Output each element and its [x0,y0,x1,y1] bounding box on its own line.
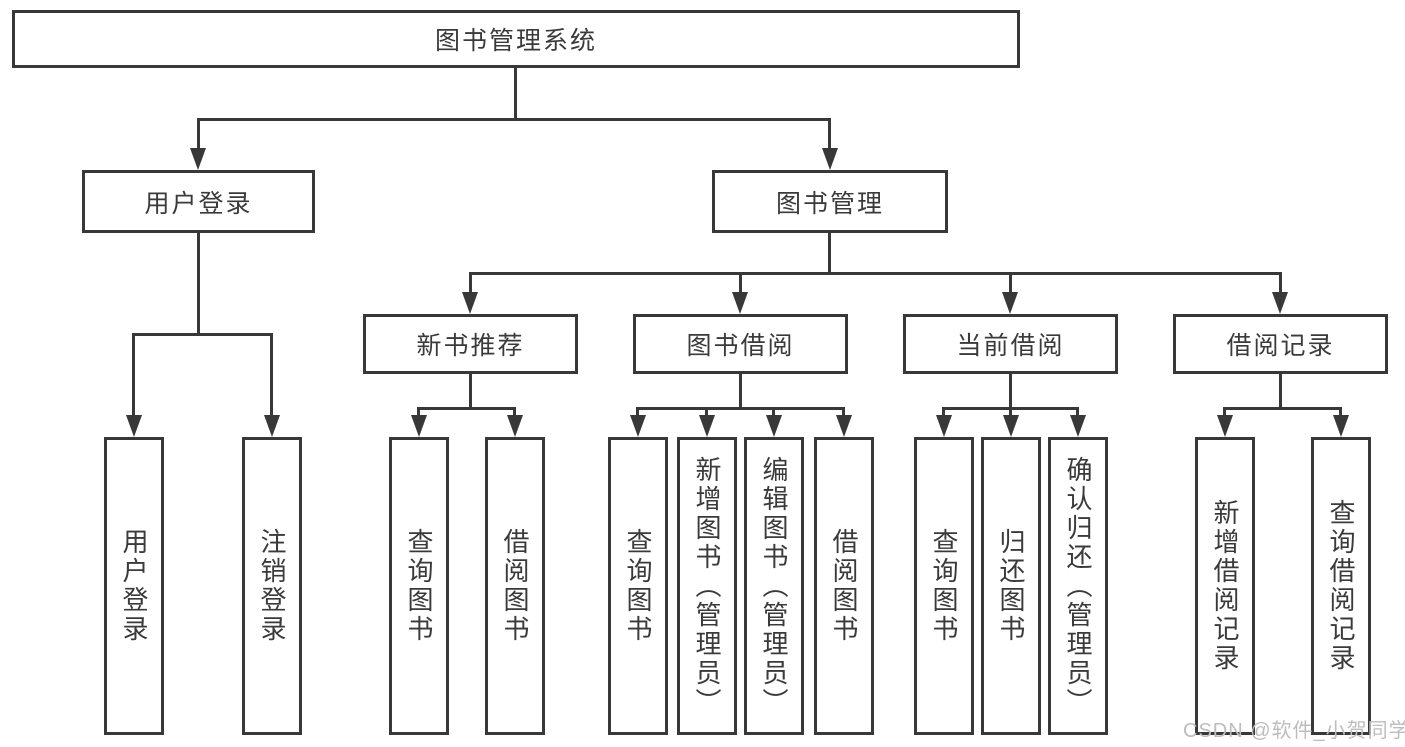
arrow-down-icon [1070,415,1086,437]
leaf-edit-books-admin: 编辑图书（管理员） [744,437,804,735]
node-new-book-recommend-label: 新书推荐 [416,332,525,360]
node-book-management-label: 图书管理 [775,189,884,218]
connector-line [469,372,472,407]
arrow-down-icon [1002,292,1018,314]
node-book-borrowing-label: 图书借阅 [686,332,795,360]
connector-line [1279,272,1282,295]
arrow-down-icon [699,415,715,437]
connector-line [772,407,775,419]
connector-line [1339,407,1342,419]
connector-line [1009,372,1012,407]
connector-line [942,407,945,419]
connector-line [1279,372,1282,407]
node-library-system-label: 图书管理系统 [434,27,597,55]
connector-line [828,118,831,150]
leaf-query-books-recommend-label: 查询图书 [404,528,434,644]
connector-line [705,407,708,419]
leaf-add-books-admin-label: 新增图书（管理员） [692,455,722,717]
leaf-edit-books-admin-label: 编辑图书（管理员） [759,455,789,717]
node-borrowing-records: 借阅记录 [1173,314,1388,374]
arrow-down-icon [630,415,646,437]
arrow-down-icon [936,415,952,437]
leaf-logout-label: 注销登录 [257,528,287,644]
connector-line [828,231,831,272]
connector-line [197,231,200,333]
leaf-borrow-books-recommend-label: 借阅图书 [500,528,530,644]
leaf-query-borrow-record-label: 查询借阅记录 [1326,499,1356,673]
arrow-down-icon [836,415,852,437]
connector-line [514,66,517,118]
arrow-down-icon [732,292,748,314]
leaf-user-login-label: 用户登录 [119,528,149,644]
arrow-down-icon [822,148,838,170]
connector-line [636,407,845,410]
arrow-down-icon [1217,415,1233,437]
node-new-book-recommend: 新书推荐 [363,314,578,374]
leaf-query-books-recommend: 查询图书 [389,437,449,735]
connector-line [1076,407,1079,419]
arrow-down-icon [766,415,782,437]
node-book-management: 图书管理 [712,170,948,233]
arrow-down-icon [1333,415,1349,437]
connector-line [270,333,273,417]
arrow-down-icon [1003,415,1019,437]
arrow-down-icon [411,415,427,437]
connector-line [513,407,516,419]
connector-line [197,118,831,121]
node-current-borrowing: 当前借阅 [903,314,1118,374]
connector-line [417,407,516,410]
arrow-down-icon [264,415,280,437]
leaf-return-books: 归还图书 [981,437,1041,735]
leaf-add-borrow-record: 新增借阅记录 [1195,437,1255,735]
leaf-query-books-borrowing: 查询图书 [608,437,668,735]
connector-line [469,272,1282,275]
connector-line [197,118,200,150]
node-user-login: 用户登录 [82,170,315,233]
leaf-confirm-return-admin: 确认归还（管理员） [1048,437,1108,735]
connector-line [469,272,472,295]
leaf-borrow-books-label: 借阅图书 [829,528,859,644]
connector-line [1009,272,1012,295]
leaf-return-books-label: 归还图书 [996,528,1026,644]
leaf-user-login: 用户登录 [104,437,164,735]
leaf-query-books-borrowing-label: 查询图书 [623,528,653,644]
connector-line [1223,407,1342,410]
node-book-borrowing: 图书借阅 [633,314,848,374]
connector-line [842,407,845,419]
connector-line [417,407,420,419]
connector-line [1223,407,1226,419]
leaf-logout: 注销登录 [242,437,302,735]
arrow-down-icon [1272,292,1288,314]
connector-line [132,333,273,336]
connector-line [739,372,742,407]
leaf-query-books-current-label: 查询图书 [929,528,959,644]
node-user-login-label: 用户登录 [144,189,253,218]
connector-line [132,333,135,417]
leaf-query-books-current: 查询图书 [914,437,974,735]
leaf-add-borrow-record-label: 新增借阅记录 [1210,499,1240,673]
leaf-confirm-return-admin-label: 确认归还（管理员） [1063,455,1093,717]
watermark: CSDN @软件_小贺同学 [1183,720,1405,742]
connector-line [1009,407,1012,419]
node-borrowing-records-label: 借阅记录 [1226,332,1335,360]
arrow-down-icon [507,415,523,437]
leaf-borrow-books-recommend: 借阅图书 [485,437,545,735]
leaf-borrow-books: 借阅图书 [814,437,874,735]
node-current-borrowing-label: 当前借阅 [956,332,1065,360]
arrow-down-icon [190,148,206,170]
connector-line [739,272,742,295]
node-library-system: 图书管理系统 [12,10,1020,68]
leaf-add-books-admin: 新增图书（管理员） [677,437,737,735]
arrow-down-icon [462,292,478,314]
arrow-down-icon [126,415,142,437]
connector-line [636,407,639,419]
leaf-query-borrow-record: 查询借阅记录 [1311,437,1371,735]
